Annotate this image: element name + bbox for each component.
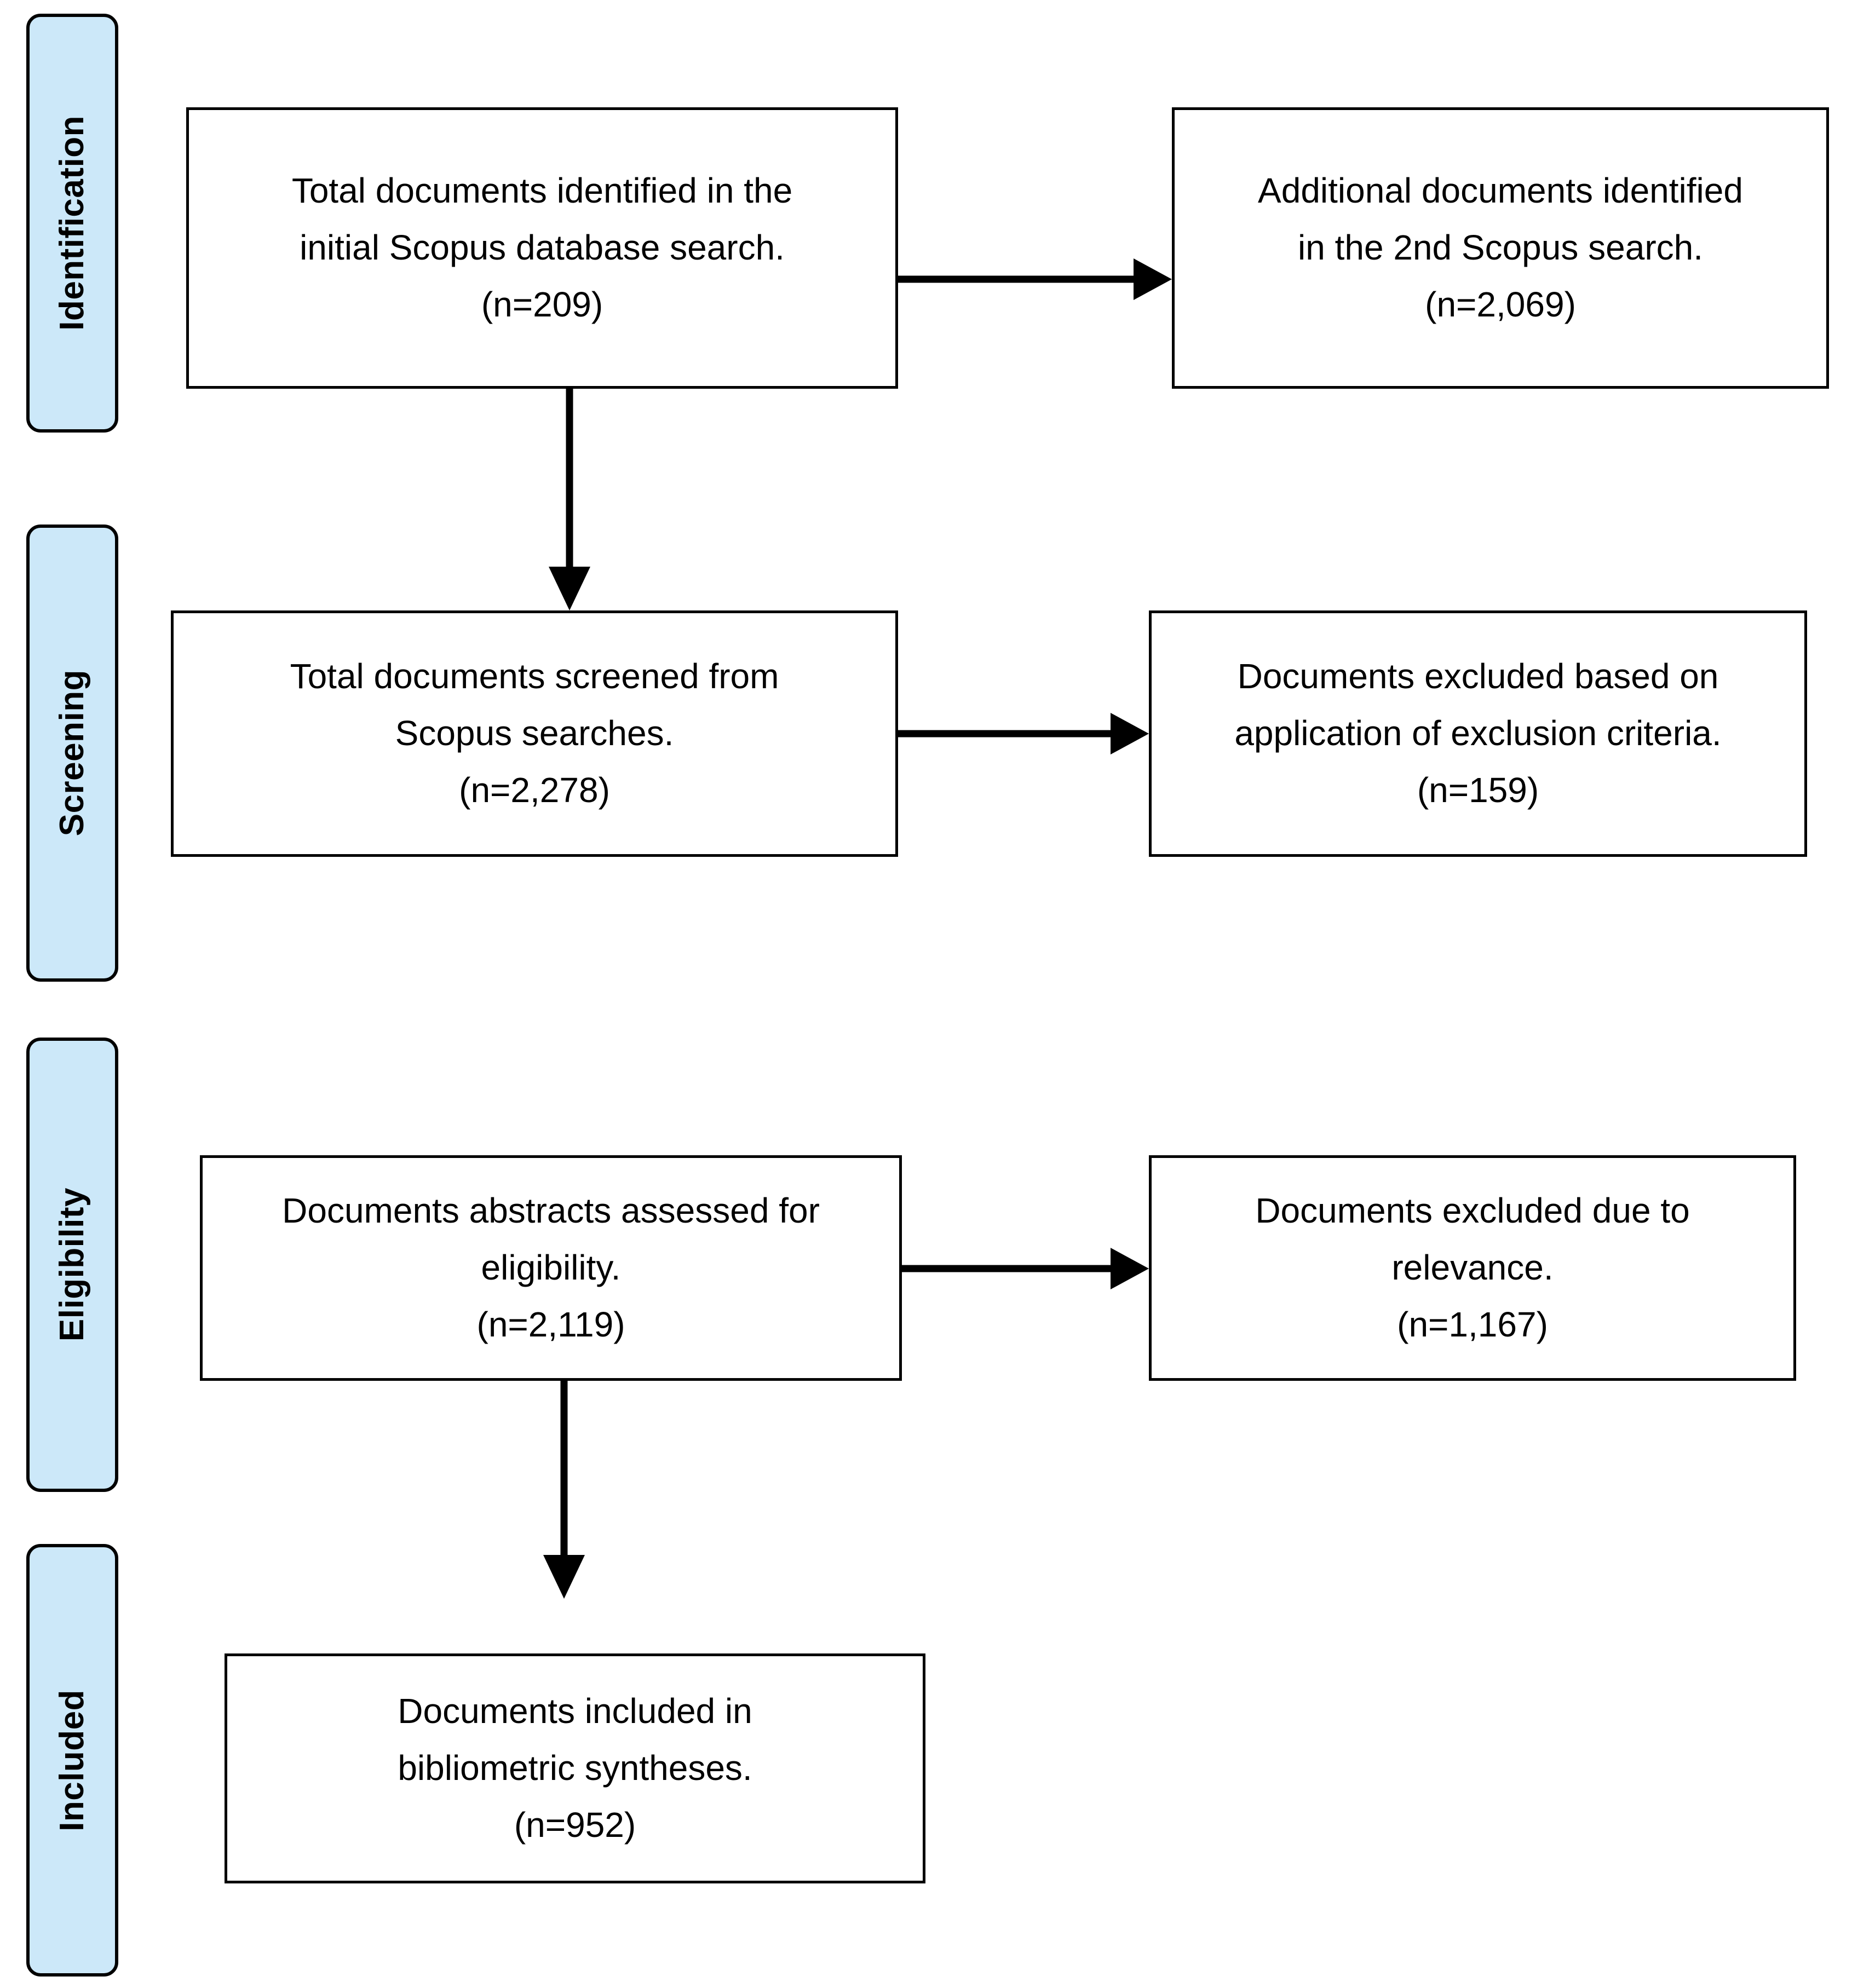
flow-box-text-screened-total: Total documents screened from Scopus sea… [290,656,779,810]
stage-pill-screening: Screening [26,525,118,982]
stage-pill-eligibility: Eligibility [26,1038,118,1492]
connector-screened-to-excluded-criteria [898,704,1149,764]
flow-box-text-identified-initial: Total documents identified in the initia… [291,171,793,324]
flow-box-excluded-relevance: Documents excluded due to relevance. (n=… [1149,1155,1796,1381]
connector-identified-initial-to-screened [539,389,600,610]
stage-label-identification: Identification [53,116,91,331]
flow-box-excluded-criteria: Documents excluded based on application … [1149,610,1807,857]
flow-box-identified-additional: Additional documents identified in the 2… [1172,107,1829,389]
connector-abstracts-to-included [534,1380,594,1599]
flow-box-screened-total: Total documents screened from Scopus sea… [171,610,898,857]
stage-pill-included: Included [26,1544,118,1977]
connector-abstracts-to-excluded-relevance [902,1238,1149,1299]
stage-label-eligibility: Eligibility [53,1188,91,1342]
flow-box-text-identified-additional: Additional documents identified in the 2… [1258,171,1743,324]
stage-label-screening: Screening [53,670,91,837]
flow-box-text-included-synthesis: Documents included in bibliometric synth… [398,1691,752,1845]
stage-label-included: Included [53,1689,91,1831]
flow-box-included-synthesis: Documents included in bibliometric synth… [225,1653,925,1883]
flow-box-identified-initial: Total documents identified in the initia… [186,107,898,389]
stage-pill-identification: Identification [26,14,118,433]
flow-box-abstracts-assessed: Documents abstracts assessed for eligibi… [200,1155,902,1381]
flow-box-text-excluded-relevance: Documents excluded due to relevance. (n=… [1255,1191,1690,1344]
flow-box-text-excluded-criteria: Documents excluded based on application … [1234,656,1722,810]
flow-box-text-abstracts-assessed: Documents abstracts assessed for eligibi… [282,1191,820,1344]
connector-identified-initial-to-additional [898,249,1172,309]
